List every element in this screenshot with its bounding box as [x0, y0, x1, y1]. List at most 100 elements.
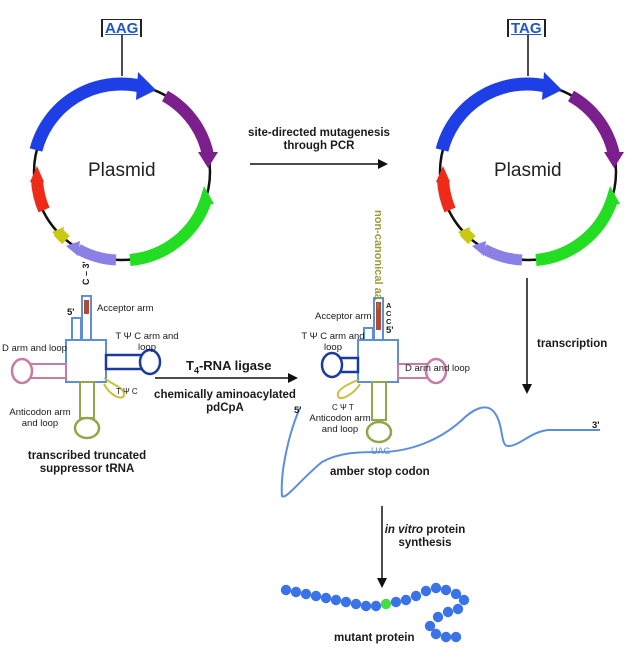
left-red-arrowhead	[30, 166, 44, 182]
right-green-arrowhead	[604, 186, 620, 206]
right-anticodon-label: Anticodon arm and loop	[302, 413, 378, 436]
left-lavender-segment	[75, 244, 117, 266]
right-junction	[357, 339, 399, 383]
ligase-T: T	[186, 358, 194, 373]
left-plasmid	[29, 34, 218, 266]
left-acceptor-stem-5	[71, 317, 82, 343]
in-vitro-text: in vitro protein synthesis	[380, 524, 470, 550]
right-lavender-arrowhead	[472, 241, 486, 256]
right-anticodon-loop	[365, 420, 393, 444]
left-anticodon-line1: Anticodon arm	[9, 407, 71, 418]
left-yellow-arrowhead	[52, 227, 64, 242]
in-vitro-italic: in vitro	[384, 524, 424, 536]
right-acceptor-red	[376, 302, 381, 330]
protein-bead	[330, 594, 342, 606]
left-codon-label: AAG	[101, 19, 143, 37]
left-trna-5prime: 5'	[67, 307, 75, 318]
protein-bead	[310, 590, 322, 602]
left-purple-segment	[161, 90, 214, 157]
left-caption-line2: suppressor tRNA	[39, 463, 135, 476]
protein-chain	[280, 582, 470, 643]
left-plasmid-label: Plasmid	[88, 160, 156, 181]
ligase-subscript: 4	[193, 365, 199, 376]
left-acceptor-red	[84, 300, 89, 314]
ligase-label: T4-RNA ligase	[186, 358, 272, 376]
protein-bead	[432, 611, 444, 623]
mutagenesis-text: site-directed mutagenesis through PCR	[248, 127, 390, 153]
left-tpsic-label: T Ψ C arm and loop	[112, 331, 182, 354]
protein-bead	[300, 588, 312, 600]
right-tpsic-line1: T Ψ C arm and	[301, 331, 365, 342]
aminoacylated-line2: pdCpA	[206, 402, 244, 415]
right-green-segment	[535, 197, 618, 266]
protein-bead	[320, 592, 332, 604]
protein-bead	[280, 584, 292, 596]
noncanonical-aa-label: non-canonical aa –	[372, 210, 384, 310]
right-lavender-segment	[481, 244, 523, 266]
protein-bead	[410, 590, 422, 602]
right-blue-segment	[435, 77, 548, 152]
left-red-segment	[31, 179, 50, 213]
protein-bead	[350, 598, 362, 610]
right-cpsit-label: C Ψ T	[332, 403, 354, 412]
protein-bead	[360, 600, 372, 612]
protein-bead	[452, 603, 464, 615]
left-d-arm-label: D arm and loop	[2, 343, 67, 354]
left-trna	[10, 295, 162, 440]
mutagenesis-line1: site-directed mutagenesis	[248, 127, 390, 139]
protein-bead	[400, 594, 412, 606]
in-vitro-line2: synthesis	[398, 537, 452, 550]
right-anticodon-line2: and loop	[321, 423, 359, 435]
left-tpsic-loop	[138, 348, 162, 376]
protein-bead	[340, 596, 352, 608]
protein-bead	[430, 582, 442, 594]
protein-bead	[370, 600, 382, 612]
mutagenesis-line2: through PCR	[283, 140, 355, 153]
aminoacylated-line1: chemically aminoacylated	[154, 389, 296, 401]
mrna-strand	[280, 406, 600, 498]
protein-bead	[450, 631, 462, 643]
uag-codon-label: UAG	[371, 446, 391, 456]
right-tpsic-line2: loop	[324, 341, 342, 353]
left-green-arrowhead	[198, 186, 214, 206]
right-yellow-arrowhead	[458, 227, 470, 242]
right-plasmid	[435, 34, 624, 266]
left-anticodon-loop	[73, 416, 101, 440]
left-trna-caption: transcribed truncated suppressor tRNA	[14, 450, 160, 476]
ligase-rest: -RNA ligase	[198, 358, 272, 373]
left-tpsic-small: T Ψ C	[116, 387, 138, 396]
right-trna-5prime: 5'	[386, 325, 394, 336]
mrna-5prime: 5'	[294, 405, 302, 416]
right-trna	[320, 297, 448, 444]
right-red-arrowhead	[436, 166, 450, 182]
left-trna-3prime: C – 3'	[81, 261, 91, 285]
right-anticodon-stem	[371, 381, 387, 421]
right-d-loop	[424, 357, 448, 385]
protein-bead	[420, 585, 432, 597]
mrna-3prime: 3'	[592, 420, 600, 431]
protein-bead	[442, 606, 454, 618]
left-variable-loop	[103, 377, 126, 399]
left-lavender-arrowhead	[66, 241, 80, 256]
right-plasmid-label: Plasmid	[494, 160, 562, 181]
right-variable-loop	[336, 379, 361, 400]
left-d-arm-stem	[29, 363, 67, 379]
right-purple-segment	[567, 90, 620, 157]
left-anticodon-stem	[79, 381, 95, 419]
aminoacylated-text: chemically aminoacylated pdCpA	[150, 389, 300, 415]
amber-stop-label: amber stop codon	[330, 466, 430, 478]
left-tpsic-line2: loop	[138, 341, 156, 353]
left-tpsic-line1: T Ψ C arm and	[115, 331, 179, 342]
left-anticodon-line2: and loop	[21, 417, 59, 429]
left-d-loop	[10, 357, 34, 385]
left-caption-line1: transcribed truncated	[27, 450, 147, 462]
left-blue-arrowhead	[136, 72, 156, 100]
protein-bead	[430, 628, 442, 640]
right-tpsic-loop	[320, 351, 344, 379]
left-blue-segment	[29, 77, 142, 152]
left-green-segment	[129, 197, 212, 266]
protein-bead	[440, 584, 452, 596]
right-codon-label: TAG	[507, 19, 546, 37]
left-anticodon-label: Anticodon arm and loop	[2, 407, 78, 430]
